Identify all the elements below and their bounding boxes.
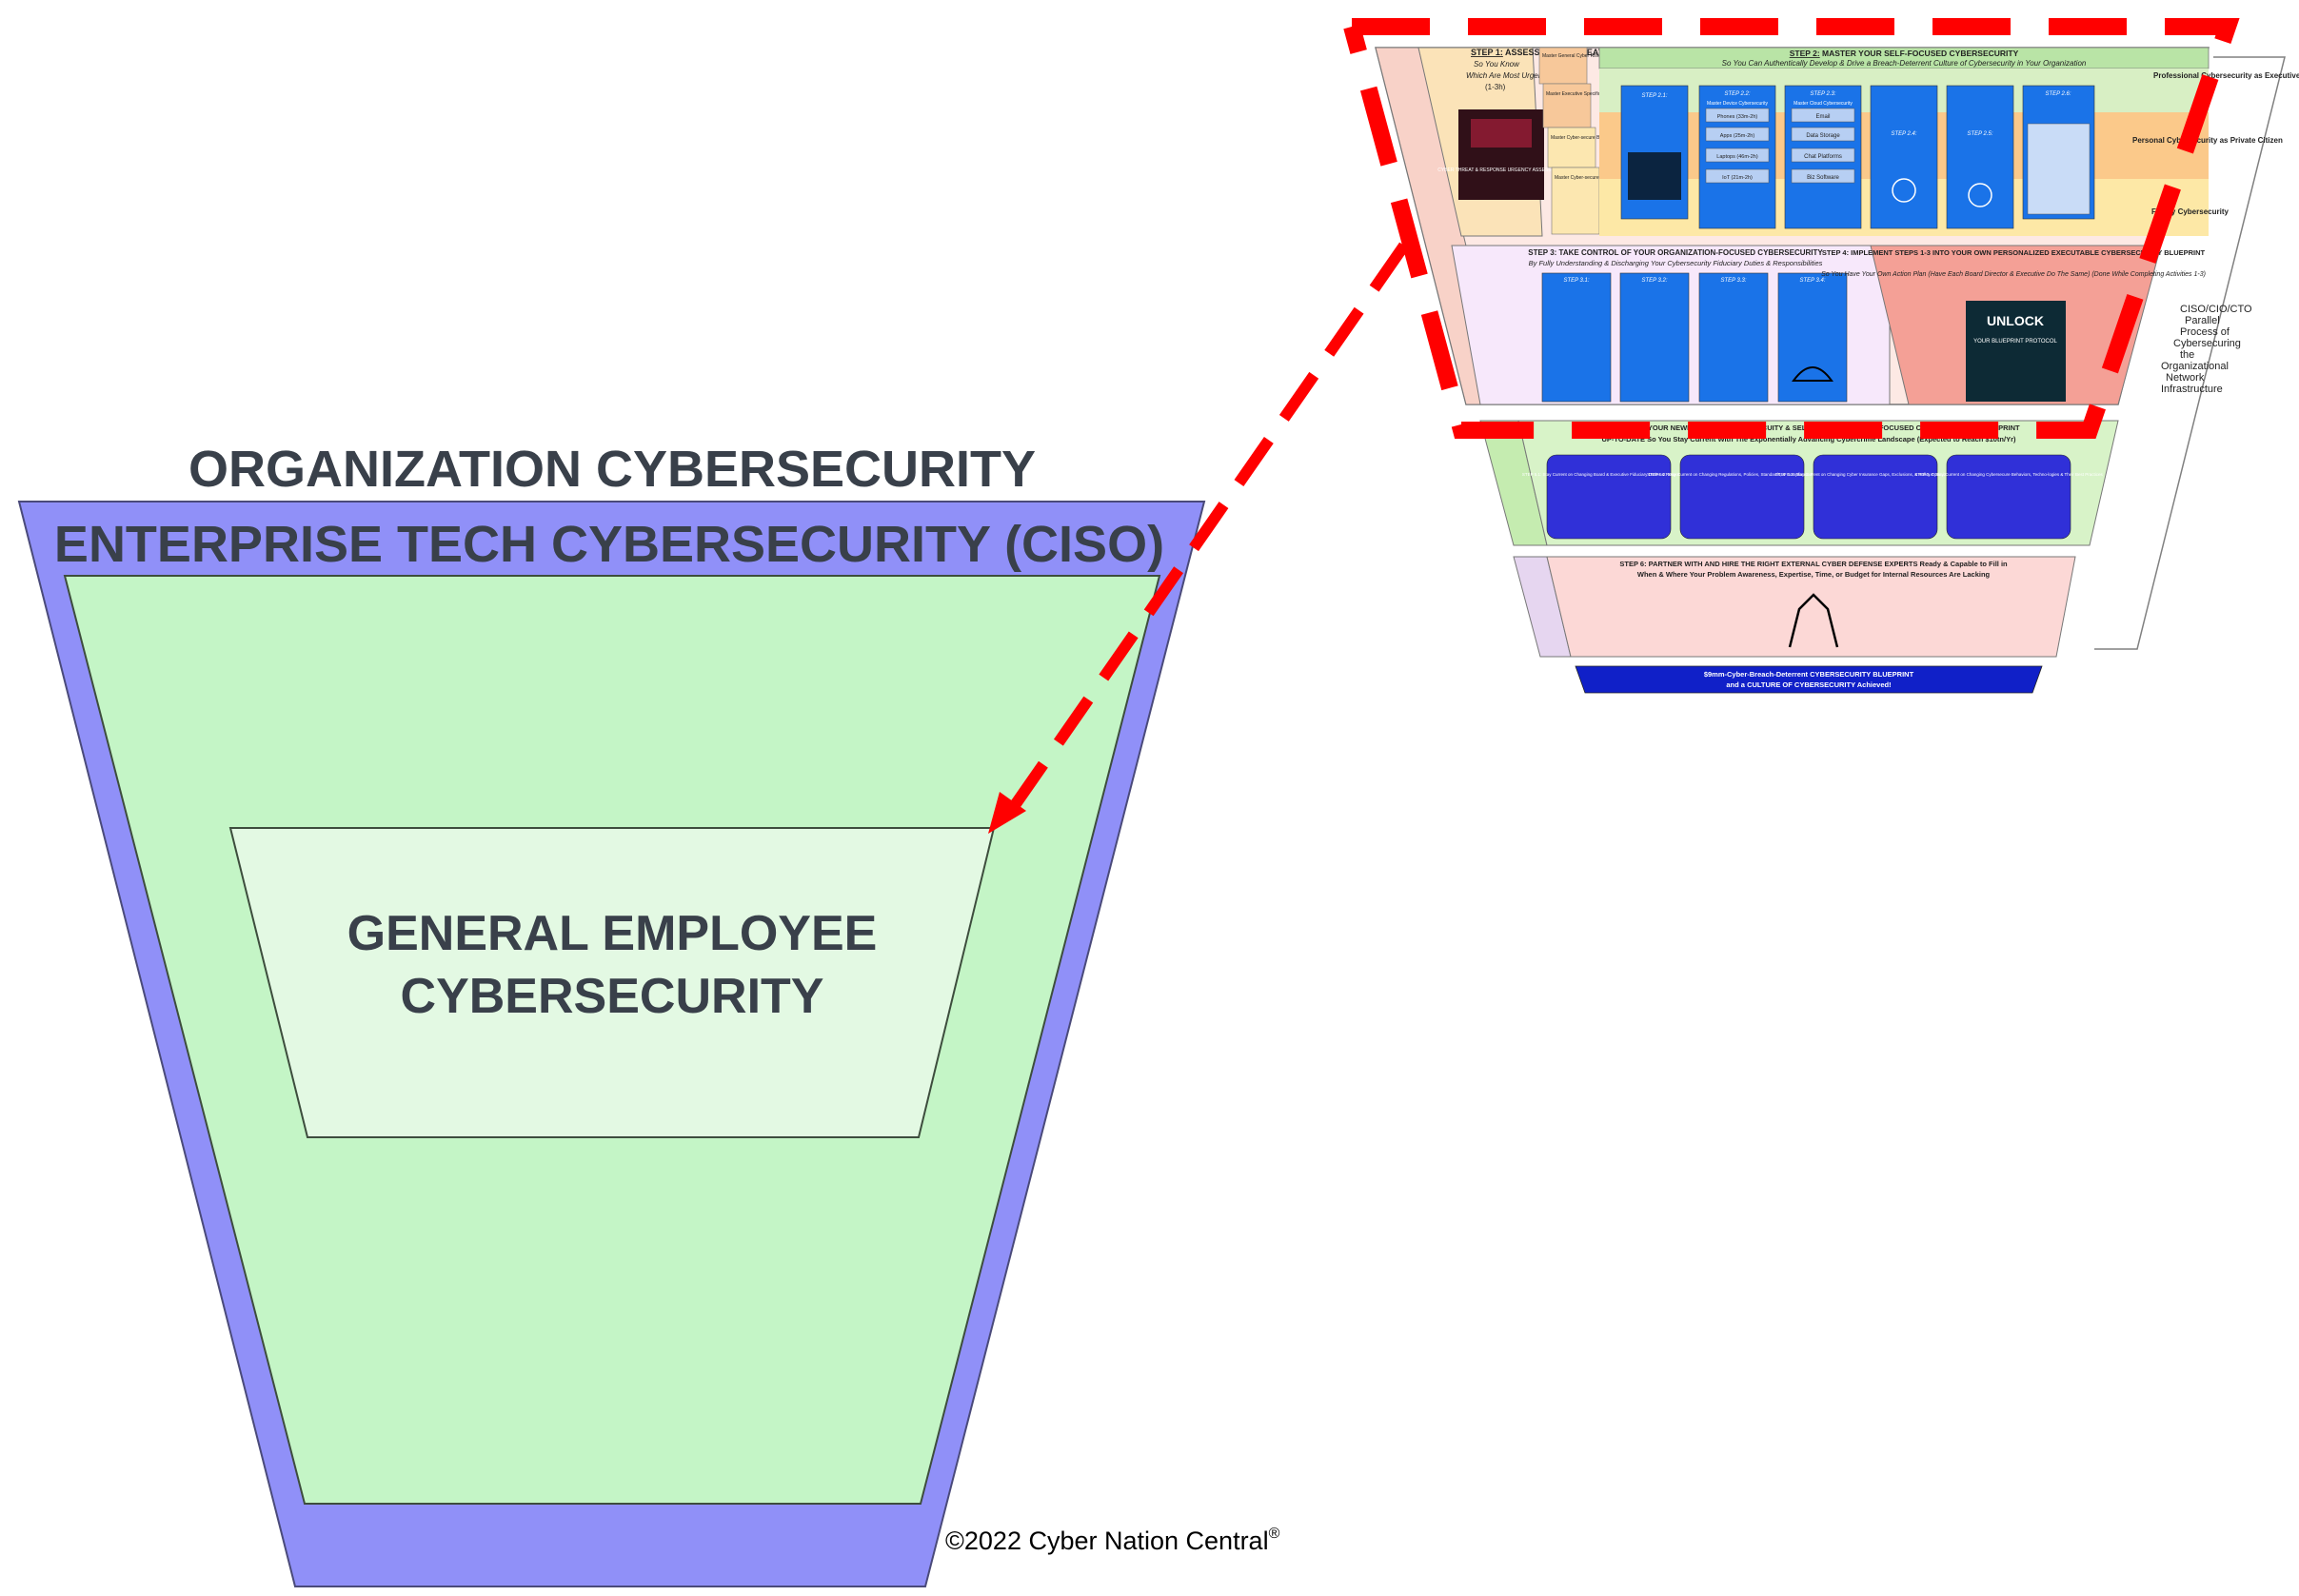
- step3-card: [1619, 272, 1690, 403]
- master-tab-label: Master General Cyber Risks: [1542, 53, 1602, 59]
- step4-image-title: UNLOCK: [1987, 313, 2044, 328]
- device-item-label: Laptops (46m-2h): [1716, 154, 1758, 160]
- step1-image-glow: [1471, 119, 1532, 148]
- step6-subtitle: When & Where Your Problem Awareness, Exp…: [1637, 570, 1991, 579]
- step5-card-text: STEP 5.2: Stay Current on Changing Regul…: [1647, 472, 1837, 477]
- device-item-label: Apps (25m-2h): [1720, 133, 1755, 139]
- step5-cylinder: [1679, 454, 1805, 540]
- step3-card-id: STEP 3.1:: [1563, 278, 1589, 284]
- cloud-item-label: Biz Software: [1807, 175, 1839, 181]
- cloud-globe-icon: [1968, 183, 1992, 207]
- outer-funnel-title: ORGANIZATION CYBERSECURITY: [188, 441, 1036, 498]
- step3-card: [1541, 272, 1612, 403]
- step3-card: [1777, 272, 1848, 403]
- step4-image-sub: YOUR BLUEPRINT PROTOCOL: [1973, 339, 2057, 345]
- highlight-overlay: [988, 18, 2240, 834]
- copyright-text: ©2022 Cyber Nation Central®: [945, 1526, 1280, 1555]
- cloud-globe-icon: [1892, 178, 1916, 203]
- inner-funnel-shape: [228, 827, 996, 1138]
- device-item: [1705, 148, 1770, 163]
- robot-arms-icon: [1788, 593, 1839, 648]
- cloud-item: [1791, 127, 1855, 142]
- master-tab: [1547, 127, 1596, 168]
- registered-mark: ®: [1269, 1526, 1280, 1542]
- step1-image-caption: CYBER THREAT & RESPONSE URGENCY ASSESSME…: [1437, 167, 1565, 173]
- step1-time: (1-3h): [1485, 83, 1506, 91]
- step5-card-text: STEP 5.4: Stay Current on Changing Cyber…: [1914, 472, 2103, 477]
- final-banner-line2: and a CULTURE OF CYBERSECURITY Achieved!: [1726, 680, 1891, 689]
- device-item: [1705, 108, 1770, 123]
- cloud-item-label: Chat Platforms: [1804, 154, 1842, 160]
- master-tab: [1538, 47, 1588, 85]
- step1-sub1: So You Know: [1474, 60, 1520, 69]
- step2-card-text: Master Device Cybersecurity: [1707, 101, 1768, 107]
- band-label-professional: Professional Cybersecurity as Executive: [2153, 71, 2299, 80]
- step3-card-id: STEP 3.3:: [1720, 278, 1746, 284]
- step5-card-text: STEP 5.1: Stay Current on Changing Board…: [1522, 472, 1696, 477]
- step2-card-id: STEP 2.3:: [1810, 91, 1835, 97]
- step6-box: [1546, 556, 2076, 658]
- cloud-item: [1791, 168, 1855, 184]
- step2-card-id: STEP 2.6:: [2045, 91, 2071, 97]
- step3-title: STEP 3: TAKE CONTROL OF YOUR ORGANIZATIO…: [1528, 248, 1823, 257]
- device-item: [1705, 127, 1770, 142]
- step2-card: [1870, 85, 1938, 229]
- step5-card-text: STEP 5.3: Stay Current on Changing Cyber…: [1775, 472, 1976, 477]
- step4-image: [1966, 301, 2066, 402]
- step5-cards: STEP 5.1: Stay Current on Changing Board…: [1522, 454, 2104, 540]
- inner-funnel-title-line1: GENERAL EMPLOYEE: [347, 906, 878, 961]
- step3-card-id: STEP 3.4:: [1799, 278, 1825, 284]
- master-tab: [1542, 83, 1592, 128]
- step3-subtitle: By Fully Understanding & Discharging You…: [1529, 259, 1823, 267]
- band-label-personal: Personal Cybersecurity as Private Citize…: [2132, 136, 2283, 145]
- master-tab: [1551, 167, 1600, 235]
- step6-title: STEP 6: PARTNER WITH AND HIRE THE RIGHT …: [1619, 560, 2008, 568]
- final-banner-line1: $9mm-Cyber-Breach-Deterrent CYBERSECURIT…: [1704, 670, 1914, 679]
- middle-funnel-title: ENTERPRISE TECH CYBERSECURITY (CISO): [54, 516, 1164, 573]
- blueprint-diagram: CISO/CIO/CTO Parallel Process of Cyberse…: [1375, 47, 2299, 694]
- step2-subtitle: So You Can Authentically Develop & Drive…: [1722, 59, 2087, 68]
- step5-subtitle: UP-TO-DATE So You Stay Current With The …: [1601, 435, 2016, 443]
- device-item-label: IoT (21m-2h): [1722, 175, 1753, 181]
- cloud-item-label: Data Storage: [1806, 133, 1840, 139]
- step3-cards: STEP 3.1: STEP 3.2: STEP 3.3: STEP 3.4:: [1541, 272, 1848, 403]
- master-tab-label: Master Executive Specific Cyber Risks: [1546, 91, 1628, 97]
- cloud-item: [1791, 108, 1855, 123]
- umbrella-icon: [1792, 366, 1833, 382]
- cloud-item-label: Email: [1815, 114, 1830, 120]
- step2-cards: STEP 2.1: STEP 2.2: Master Device Cybers…: [1620, 85, 2095, 229]
- ciso-bracket-line: [2094, 56, 2286, 650]
- step5-cylinder: [1946, 454, 2071, 540]
- step5-cylinder: [1546, 454, 1672, 540]
- step3-card: [1698, 272, 1769, 403]
- step2-card-text: Master Cloud Cybersecurity: [1794, 101, 1853, 107]
- master-tab-label: Master Cyber-secure Behaviors: [1551, 135, 1618, 141]
- arrow-head-icon: [988, 792, 1026, 834]
- step2-card-id: STEP 2.1:: [1641, 93, 1667, 99]
- cloud-item: [1791, 148, 1855, 163]
- step2-card-image: [1628, 152, 1681, 200]
- travel-list: [2027, 123, 2091, 215]
- step4-title: STEP 4: IMPLEMENT STEPS 1-3 INTO YOUR OW…: [1822, 248, 2206, 257]
- step2-card-id: STEP 2.5:: [1967, 131, 1992, 137]
- inner-funnel-title-line2: CYBERSECURITY: [401, 969, 824, 1024]
- highlight-arrow-line: [1000, 242, 1409, 824]
- master-tabs: Master General Cyber Risks Master Execut…: [1538, 47, 1690, 235]
- device-item-label: Phones (33m-2h): [1717, 114, 1758, 120]
- step2-card-id: STEP 2.2:: [1724, 91, 1750, 97]
- ciso-note: CISO/CIO/CTO Parallel Process of Cyberse…: [2161, 304, 2255, 395]
- step3-card-id: STEP 3.2:: [1641, 278, 1667, 284]
- band-label-family: Family Cybersecurity: [2151, 207, 2229, 216]
- step5-cylinder: [1813, 454, 1938, 540]
- final-banner: [1575, 665, 2043, 694]
- highlight-dashed-outline: [1343, 18, 2240, 439]
- step1-sub2: Which Are Most Urgent To Address: [1466, 71, 1585, 80]
- step2-title: STEP 2: MASTER YOUR SELF-FOCUSED CYBERSE…: [1790, 49, 2019, 58]
- step2-card-id: STEP 2.4:: [1891, 131, 1916, 137]
- device-item: [1705, 168, 1770, 184]
- step4-subtitle: So You Have Your Own Action Plan (Have E…: [1821, 271, 2206, 278]
- step2-card: [1946, 85, 2014, 229]
- main-funnel: ORGANIZATION CYBERSECURITY ENTERPRISE TE…: [17, 441, 1280, 1587]
